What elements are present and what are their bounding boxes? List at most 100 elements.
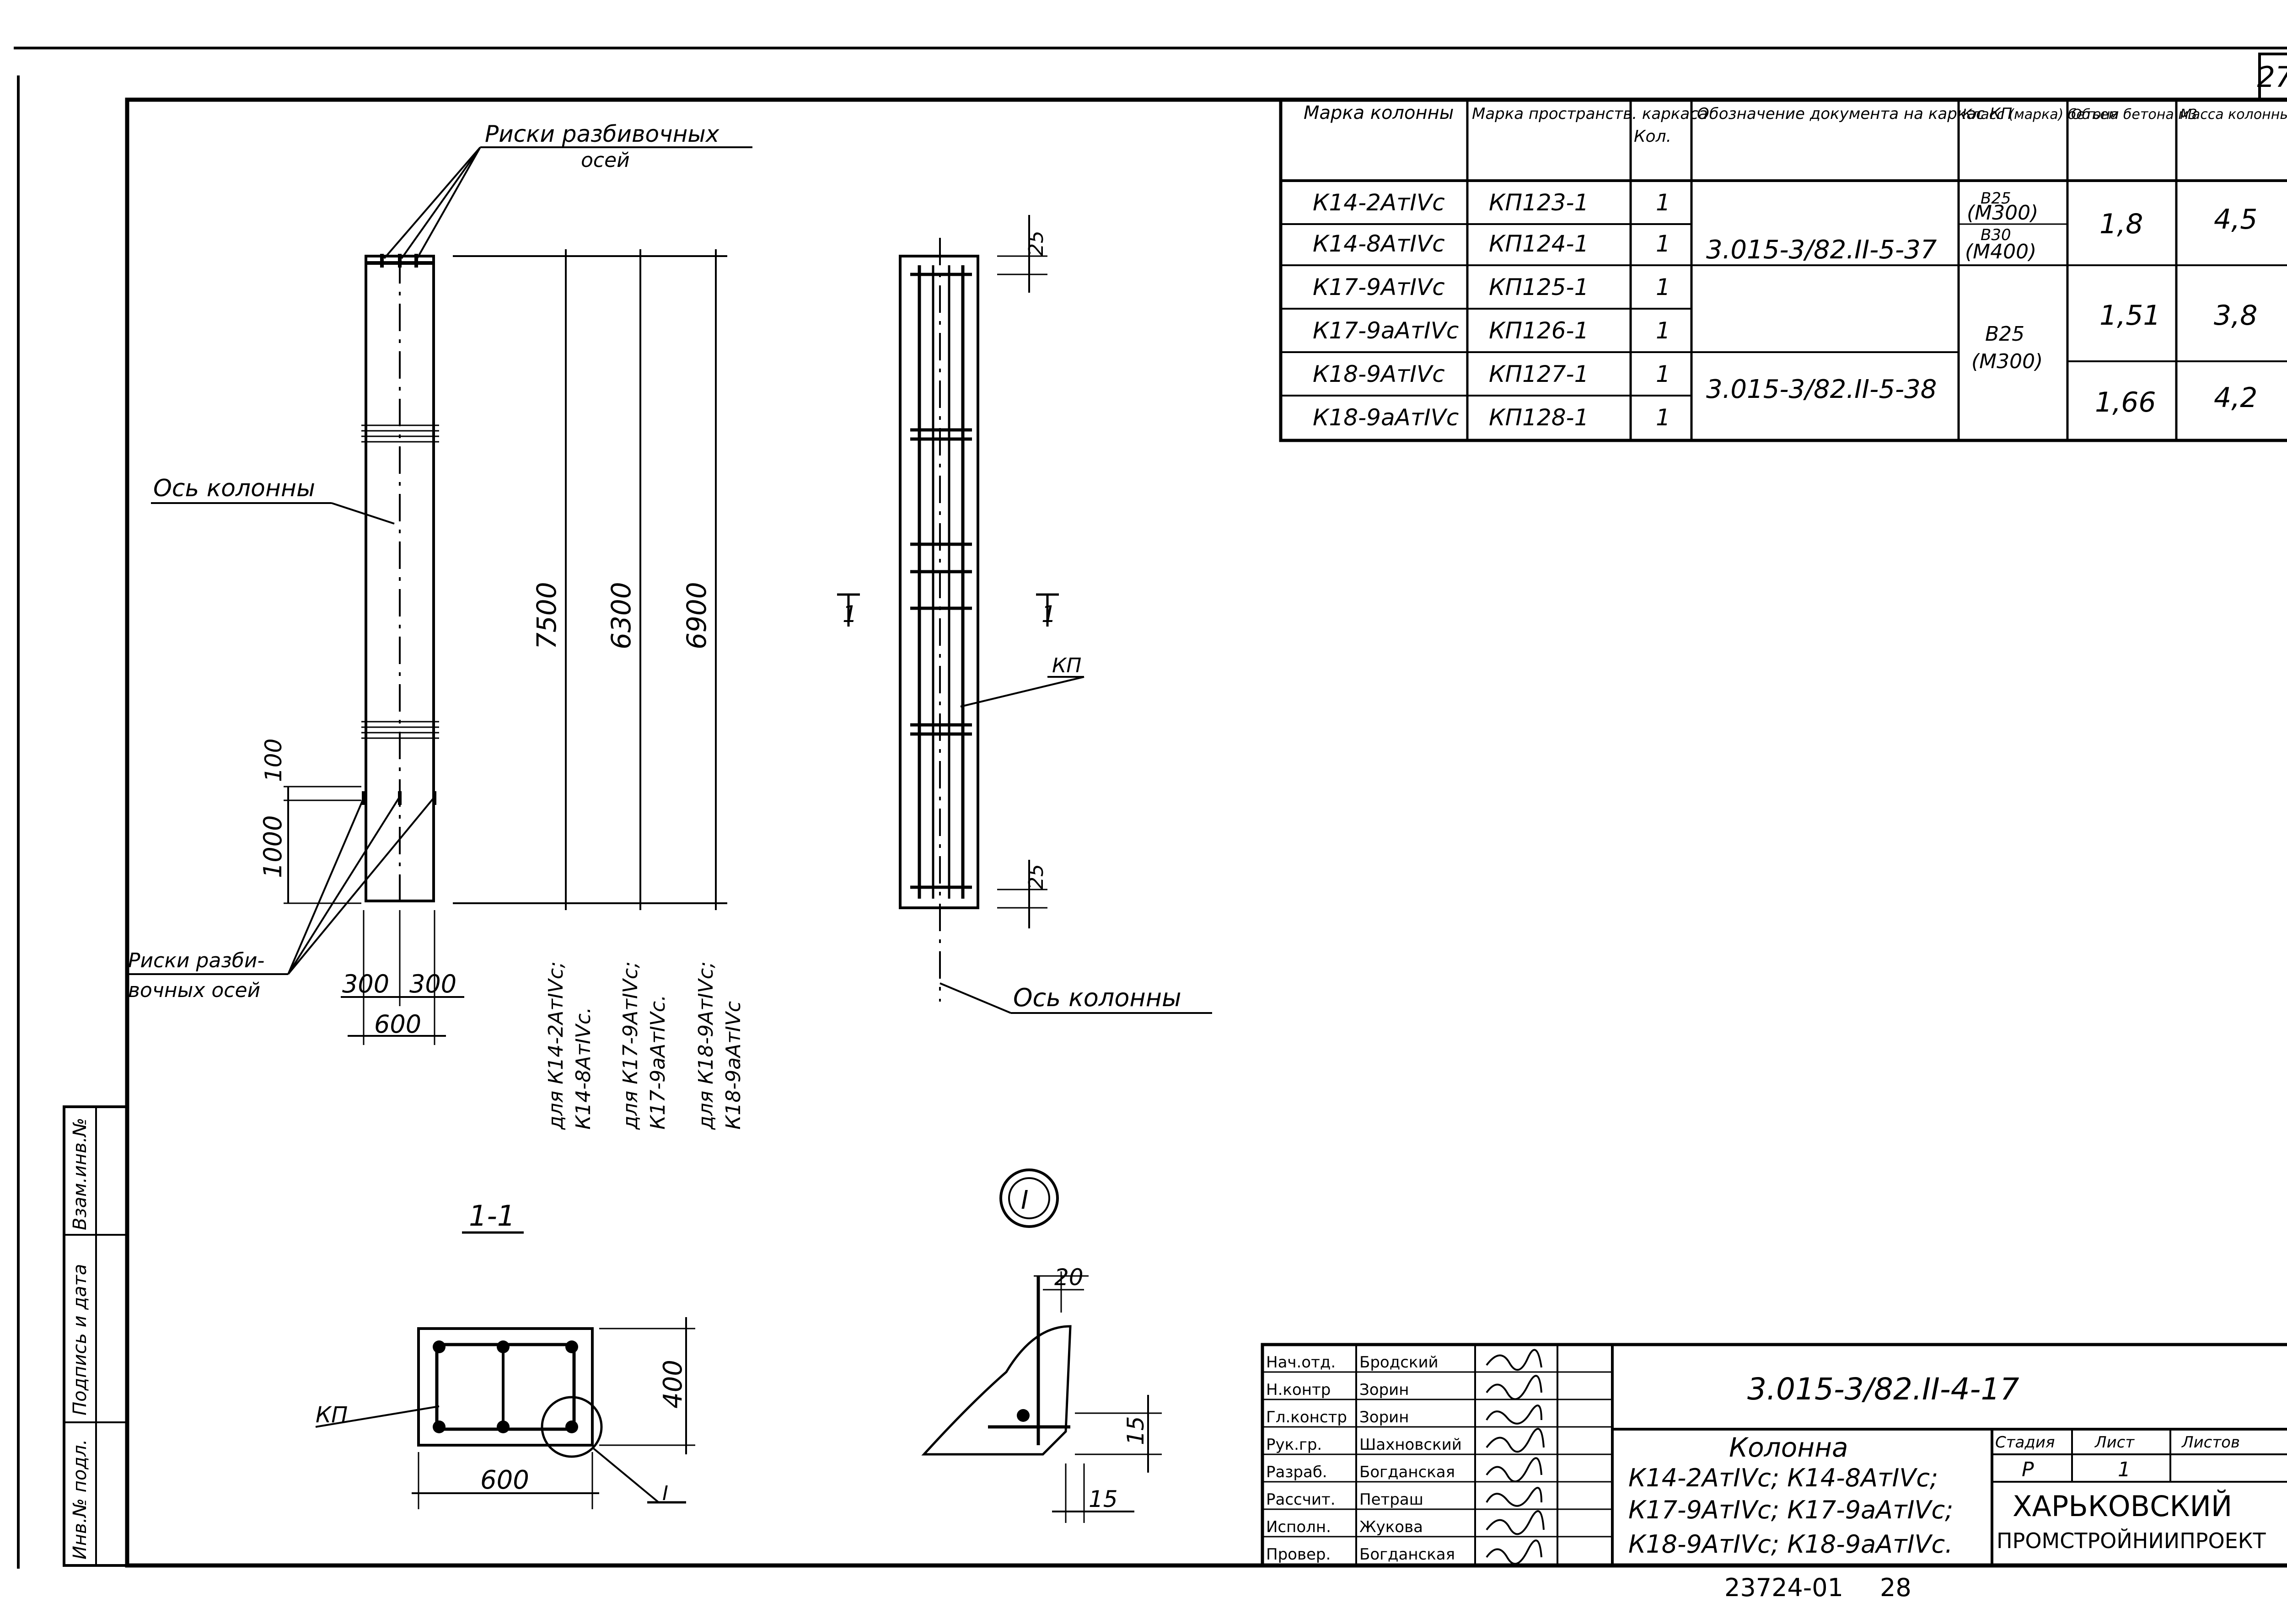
sheets-header: Листов [2181,1433,2240,1452]
title-name: Колонна [1729,1432,1848,1463]
role-1: Н.контр [1266,1381,1331,1399]
row1-cage: КП123-1 [1489,189,1589,216]
spec-header-cage: Марка пространств. каркаса [1472,105,1708,123]
class-3: В25 [1985,322,2024,346]
section-mark-right: 1 [1041,601,1056,627]
riski-bottom-line1: Риски разби- [128,949,264,972]
axis-label-left: Ось колонны [153,475,315,502]
role-3: Рук.гр. [1266,1436,1322,1454]
dim-note-4: К17-9аАтIVс. [646,995,670,1130]
row6-qty: 1 [1656,404,1670,431]
role-0: Нач.отд. [1266,1353,1336,1372]
name-2: Зорин [1359,1408,1409,1426]
stage-value: Р [2022,1458,2034,1481]
name-5: Петраш [1359,1490,1423,1509]
spec-header-mass: Масса колонны т [2180,107,2287,123]
row6-mark: К18-9аАтIVс [1313,404,1459,431]
detail-I [921,1168,1162,1523]
spec-header-mark: Марка колонны [1304,102,1454,123]
dim-1000: 1000 [258,815,287,878]
dim-note-6: К18-9аАтIVс [722,1001,745,1130]
kp-label-side: КП [1052,654,1081,677]
name-4: Богданская [1359,1463,1455,1481]
vol-2: 1,51 [2099,300,2161,332]
dim-25-top: 25 [1025,230,1048,256]
row1-mark: К14-2АтIVс [1313,189,1445,216]
vol-1: 1,8 [2099,208,2143,240]
name-7: Богданская [1359,1545,1455,1564]
dim-6300: 6300 [606,582,637,649]
org-line1: ХАРЬКОВСКИЙ [2013,1490,2232,1523]
dim-6900: 6900 [681,582,712,649]
role-2: Гл.констр [1266,1408,1347,1426]
doc-1: 3.015-3/82.II-5-37 [1706,235,1937,265]
row4-qty: 1 [1656,317,1670,344]
name-1: Зорин [1359,1381,1409,1399]
title-line2: К17-9АтIVс; К17-9аАтIVс; [1628,1495,1953,1524]
dim-15-vertical: 15 [1122,1416,1149,1445]
sheet-number: 27 [2257,60,2287,94]
dim-25-bottom: 25 [1025,864,1048,890]
dim-note-1: для К14-2АтIVс; [544,961,568,1130]
section-mark-left: 1 [843,601,857,627]
side-stamp: Инв.№ подл. Подпись и дата Взам.инв.№ [63,1105,129,1567]
dim-600-section: 600 [480,1465,529,1495]
title-block [1261,1343,2287,1567]
column-elevation [126,146,752,1045]
axis-label-right: Ось колонны [1013,983,1181,1012]
stamp-vzam-inv: Взам.инв.№ [70,1118,91,1230]
dim-20: 20 [1054,1264,1084,1291]
section-title: 1-1 [469,1199,515,1233]
name-6: Жукова [1359,1518,1423,1536]
row2-cage: КП124-1 [1489,230,1589,257]
cage-view [837,215,1212,1014]
row5-cage: КП127-1 [1489,361,1589,387]
row3-mark: К17-9АтIVс [1313,274,1445,300]
spec-table [1279,98,2287,442]
dim-note-3: для К17-9АтIVс; [619,961,642,1130]
mass-2: 3,8 [2214,300,2257,332]
sheet-header: Лист [2094,1433,2135,1452]
spec-header-qty: Кол. [1634,127,1671,146]
riski-bottom-line2: вочных осей [128,979,260,1002]
row4-mark: К17-9аАтIVс [1313,317,1459,344]
section-1-1 [315,1317,695,1509]
bottom-code: 23724-01 [1724,1573,1843,1602]
class-2b: (М400) [1965,240,2036,263]
row5-mark: К18-9АтIVс [1313,361,1445,387]
spec-header-volume: Объем бетона м3 [2071,107,2197,123]
row2-mark: К14-8АтIVс [1313,230,1445,257]
dim-100: 100 [260,739,287,782]
mass-3: 4,2 [2214,382,2257,414]
row3-cage: КП125-1 [1489,274,1589,300]
riski-top-line1: Риски разбивочных [485,121,719,147]
sheet-value: 1 [2118,1458,2131,1481]
row2-qty: 1 [1656,230,1670,257]
dim-400: 400 [658,1360,688,1409]
doc-code: 3.015-3/82.II-4-17 [1747,1372,2019,1407]
role-5: Рассчит. [1266,1490,1336,1509]
title-line3: К18-9АтIVс; К18-9аАтIVс. [1628,1530,1953,1559]
class-1: В25 [1981,189,2011,208]
drawing-frame [125,97,2287,1568]
dim-15-horizontal: 15 [1089,1486,1118,1512]
name-3: Шахновский [1359,1436,1462,1454]
role-6: Исполн. [1266,1518,1331,1536]
spec-header-doc: Обозначение документа на каркас КП [1697,105,2012,123]
title-line1: К14-2АтIVс; К14-8АтIVс; [1628,1463,1938,1492]
stamp-podpis-data: Подпись и дата [70,1264,91,1415]
row1-qty: 1 [1656,189,1670,216]
dim-300-left: 300 [342,970,389,998]
dim-note-5: для К18-9АтIVс; [694,961,718,1130]
name-0: Бродский [1359,1353,1439,1372]
dim-300-right: 300 [409,970,456,998]
doc-2: 3.015-3/82.II-5-38 [1706,375,1937,404]
class-1b: (М300) [1967,201,2038,225]
class-3b: (М300) [1971,350,2043,373]
dim-7500: 7500 [531,582,562,649]
mass-1: 4,5 [2214,204,2257,236]
row6-cage: КП128-1 [1489,404,1589,431]
spec-header-class: Класс (марка) бетона [1962,107,2119,123]
detail-mark: I [1021,1185,1029,1215]
